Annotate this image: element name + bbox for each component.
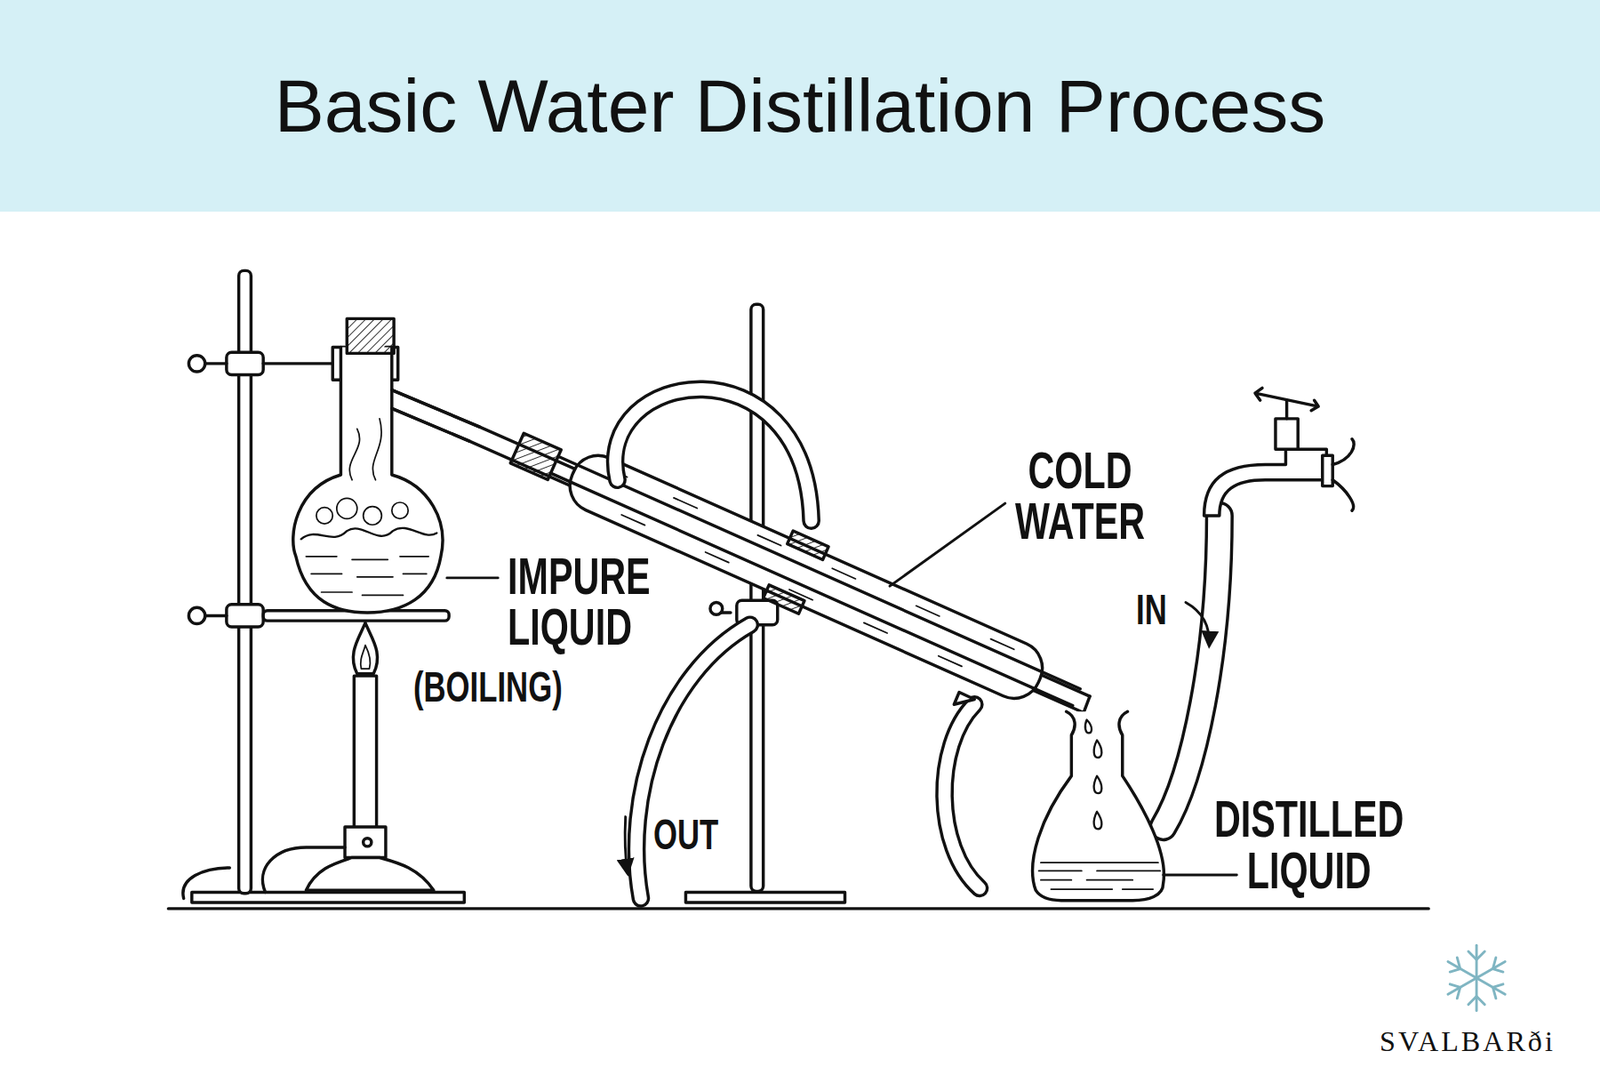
brand-watermark: SVALBARði xyxy=(1379,1026,1556,1056)
callout-label: (BOILING) xyxy=(413,664,563,708)
flow-label: OUT xyxy=(653,812,719,856)
boiling-flask xyxy=(293,318,480,613)
title-text: Basic Water Distillation Process xyxy=(0,0,1600,212)
bench-line xyxy=(168,906,1429,910)
callout-label: DISTILLED LIQUID xyxy=(1214,793,1404,896)
flow-label: IN xyxy=(1136,587,1168,631)
receiving-flask xyxy=(1032,711,1165,900)
water-tap xyxy=(1204,387,1355,515)
condenser-inner-tube xyxy=(392,390,1090,713)
callout-label: COLD WATER xyxy=(1015,445,1145,548)
bunsen-burner xyxy=(262,622,433,892)
snowflake-logo xyxy=(1448,944,1505,1010)
left-ring-stand xyxy=(183,270,464,903)
leader-lines xyxy=(447,503,1238,875)
callout-label: IMPURE LIQUID xyxy=(507,551,651,654)
